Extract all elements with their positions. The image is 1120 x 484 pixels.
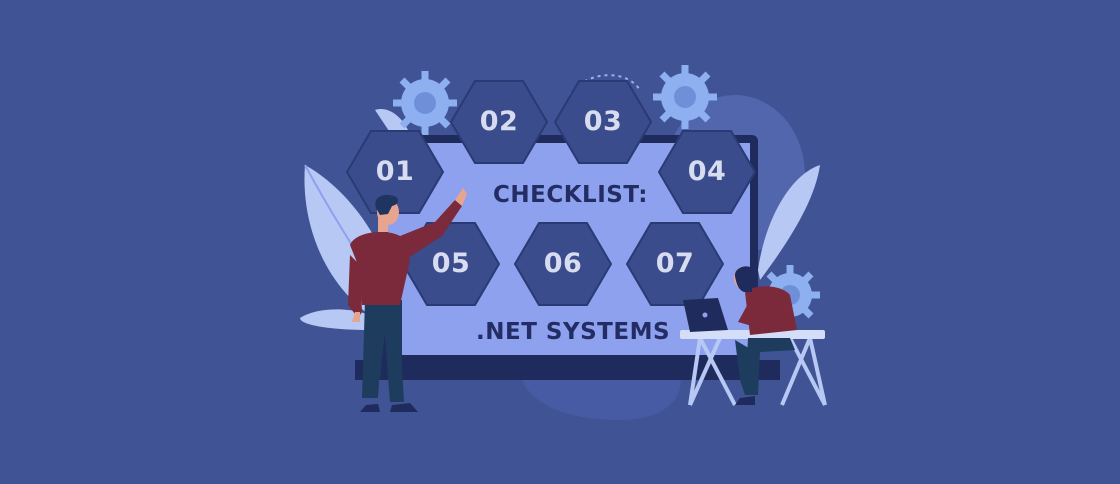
hexagon-01 — [345, 130, 445, 214]
hexagon-07 — [625, 222, 725, 306]
hexagon-06 — [513, 222, 613, 306]
standing-person — [348, 188, 467, 412]
laptop-icon — [683, 298, 728, 332]
hexagon-04 — [657, 130, 757, 214]
hexagon-group — [345, 80, 757, 306]
hexagon-02 — [449, 80, 549, 164]
sitting-person — [734, 266, 797, 405]
hexagon-03 — [553, 80, 653, 164]
desk — [688, 337, 827, 406]
